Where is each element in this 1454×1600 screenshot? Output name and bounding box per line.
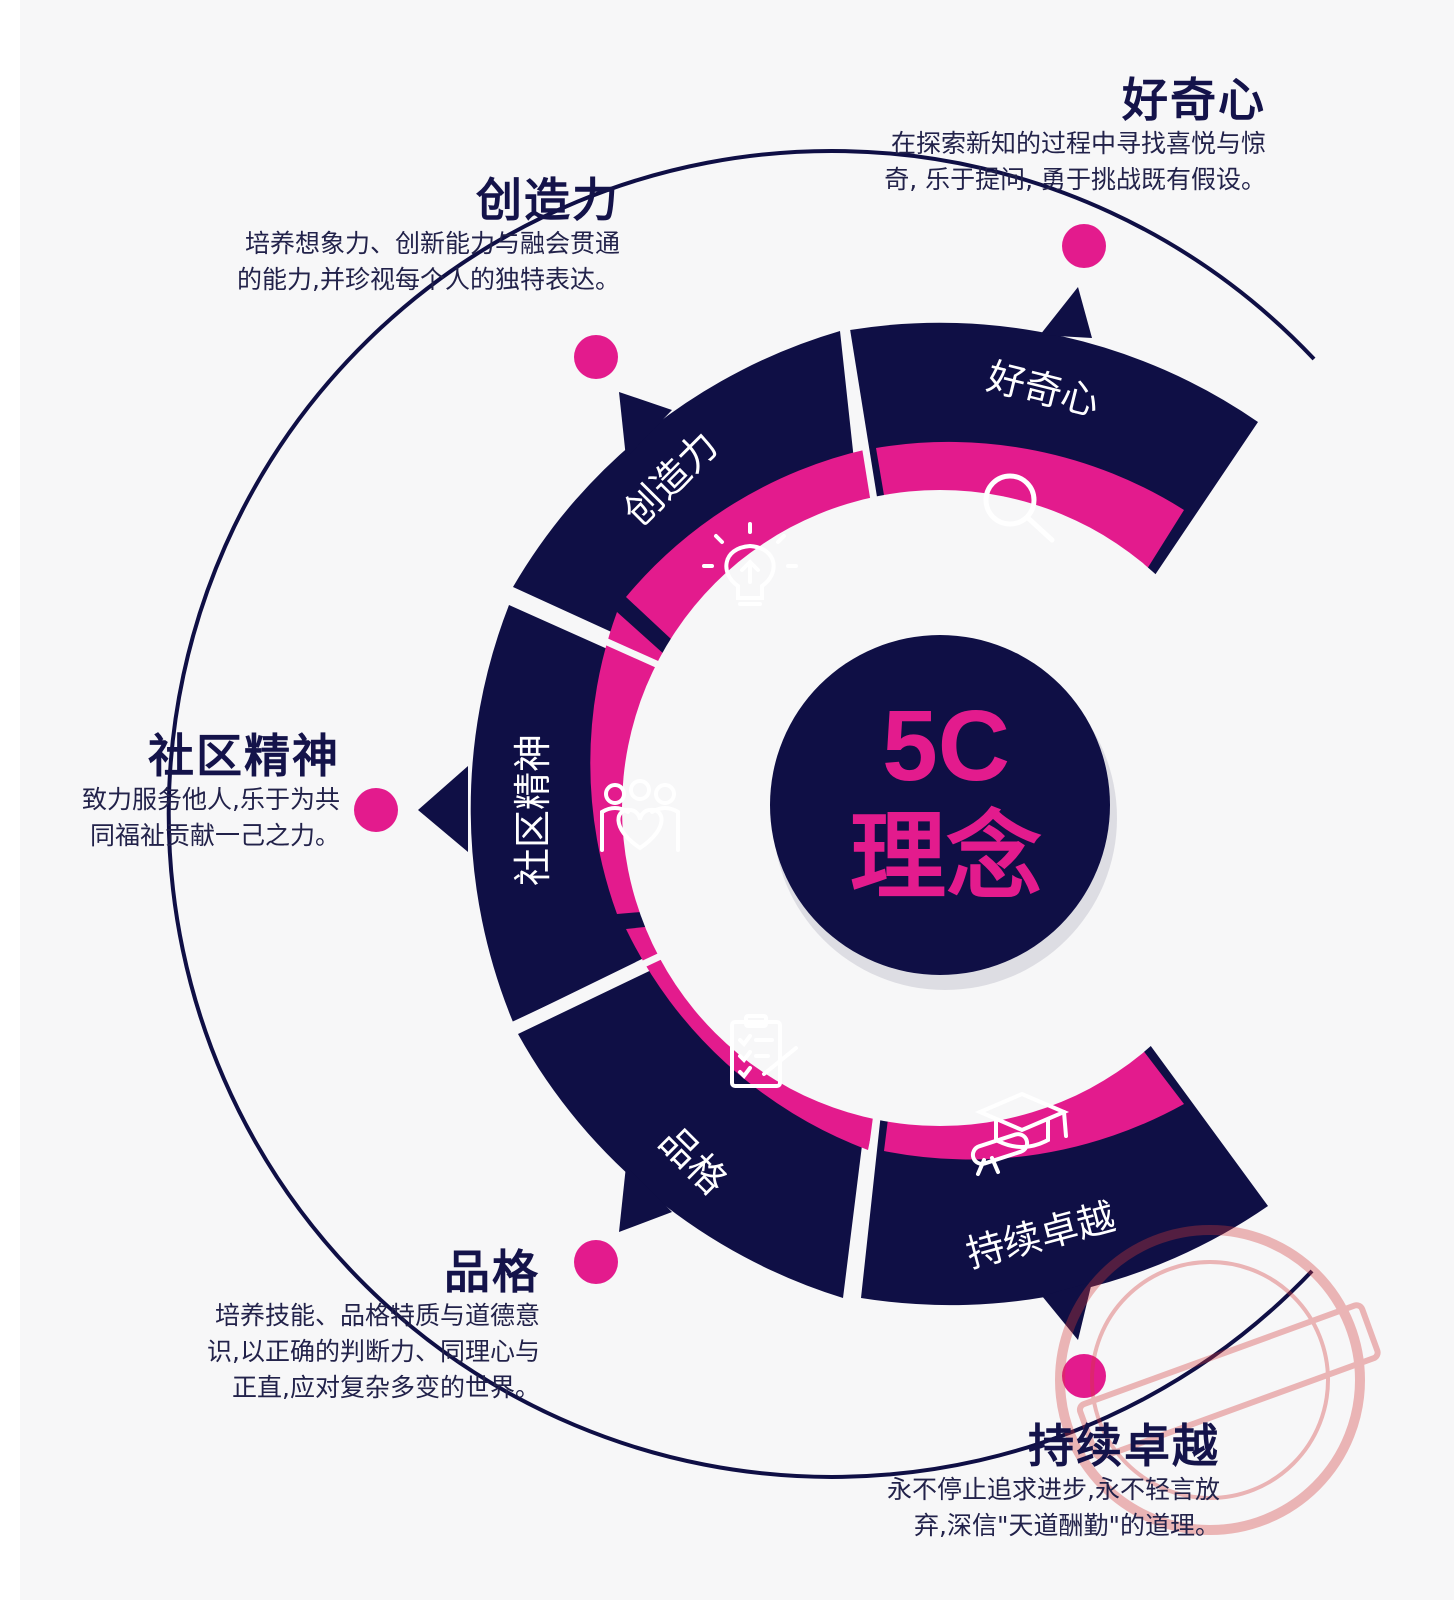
desc-line: 在探索新知的过程中寻找喜悦与惊 <box>890 129 1266 158</box>
desc-line: 正直,应对复杂多变的世界。 <box>232 1373 540 1402</box>
desc-title-excellence: 持续卓越 <box>1028 1419 1220 1473</box>
desc-community: 社区精神 致力服务他人,乐于为共 同福祉贡献一己之力。 <box>40 730 340 854</box>
arc-dots <box>354 224 1106 1398</box>
dot-curiosity <box>1062 224 1106 268</box>
desc-creativity: 创造力 培养想象力、创新能力与融会贯通 的能力,并珍视每个人的独特表达。 <box>180 174 620 298</box>
desc-line: 致力服务他人,乐于为共 <box>82 785 340 814</box>
desc-title-community: 社区精神 <box>148 729 340 783</box>
pointer-curiosity <box>1040 287 1092 338</box>
center-title-5c: 5C <box>882 690 1010 802</box>
desc-title-creativity: 创造力 <box>476 173 620 227</box>
desc-line: 的能力,并珍视每个人的独特表达。 <box>237 265 620 294</box>
desc-excellence: 持续卓越 永不停止追求进步,永不轻言放 弃,深信"天道酬勤"的道理。 <box>820 1420 1220 1544</box>
desc-line: 培养想象力、创新能力与融会贯通 <box>244 229 620 258</box>
desc-title-character: 品格 <box>444 1245 540 1299</box>
pointer-character <box>619 1166 672 1232</box>
pointer-community <box>418 766 468 852</box>
desc-line: 同福祉贡献一己之力。 <box>89 821 340 850</box>
desc-line: 弃,深信"天道酬勤"的道理。 <box>914 1511 1220 1540</box>
clipboard-icon <box>730 1014 798 1088</box>
desc-character: 品格 培养技能、品格特质与道德意 识,以正确的判断力、同理心与 正直,应对复杂多… <box>150 1246 540 1406</box>
desc-title-curiosity: 好奇心 <box>1122 73 1266 127</box>
center-circle <box>770 635 1110 975</box>
desc-curiosity: 好奇心 在探索新知的过程中寻找喜悦与惊 奇, 乐于提问, 勇于挑战既有假设。 <box>820 74 1266 198</box>
dot-community <box>354 788 398 832</box>
pointer-creativity <box>619 392 672 458</box>
dot-character <box>574 1240 618 1284</box>
magnifier-icon <box>983 473 1055 543</box>
center-title-concept: 理念 <box>850 801 1042 913</box>
protected-image-stamp <box>1055 1225 1381 1535</box>
dot-creativity <box>574 335 618 379</box>
ring-label-community: 社区精神 <box>511 734 555 886</box>
dot-excellence <box>1062 1354 1106 1398</box>
desc-line: 永不停止追求进步,永不轻言放 <box>887 1475 1220 1504</box>
outer-arc <box>166 148 1316 1479</box>
graduation-cap-icon <box>970 1091 1070 1176</box>
community-heart-icon <box>600 779 680 852</box>
desc-line: 培养技能、品格特质与道德意 <box>214 1301 540 1330</box>
desc-line: 奇, 乐于提问, 勇于挑战既有假设。 <box>884 165 1266 194</box>
pointer-excellence <box>1042 1282 1092 1340</box>
pointers <box>418 287 1092 1340</box>
lightbulb-icon <box>702 522 798 606</box>
desc-line: 识,以正确的判断力、同理心与 <box>207 1337 540 1366</box>
